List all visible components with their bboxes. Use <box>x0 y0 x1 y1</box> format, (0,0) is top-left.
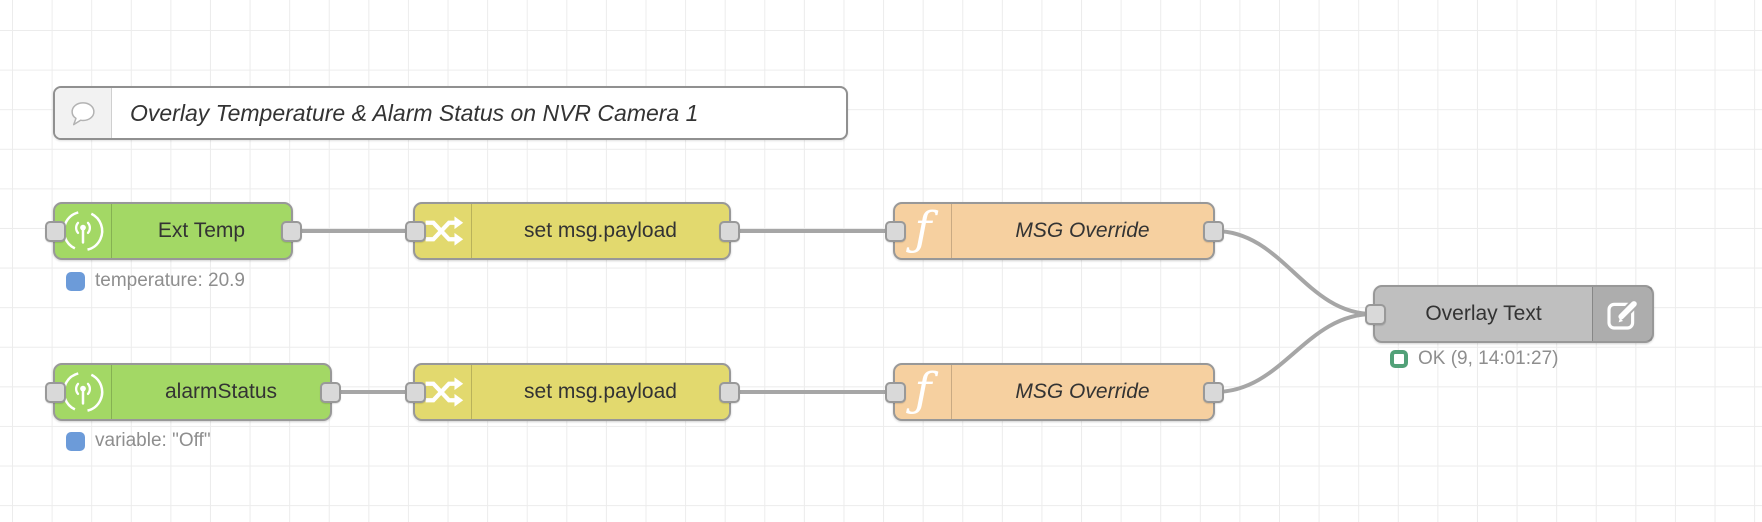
node-change-1[interactable]: set msg.payload <box>404 202 740 260</box>
node-label: set msg.payload <box>524 380 677 403</box>
status-label: variable: "Off" <box>95 430 211 451</box>
comment-label: Overlay Temperature & Alarm Status on NV… <box>130 99 699 126</box>
node-function-1[interactable]: ƒ MSG Override <box>884 202 1224 260</box>
output-port[interactable] <box>319 381 341 403</box>
input-port[interactable] <box>884 220 906 242</box>
node-label: MSG Override <box>1015 380 1150 403</box>
node-status: temperature: 20.9 <box>66 270 245 292</box>
wire[interactable] <box>1213 312 1375 394</box>
node-alarm-status[interactable]: alarmStatus <box>44 363 341 421</box>
node-icon-section <box>415 365 472 419</box>
input-port[interactable] <box>44 381 66 403</box>
output-port[interactable] <box>718 381 740 403</box>
output-port[interactable] <box>1202 381 1224 403</box>
node-status: variable: "Off" <box>66 430 211 452</box>
input-port[interactable] <box>1364 303 1386 325</box>
status-label: OK (9, 14:01:27) <box>1418 348 1559 369</box>
status-dot-icon <box>66 271 85 291</box>
node-icon-section: ƒ <box>895 204 952 258</box>
shuffle-icon <box>425 216 464 246</box>
speech-bubble-icon <box>71 102 95 126</box>
node-overlay-text[interactable]: Overlay Text <box>1364 285 1654 343</box>
node-ext-temp[interactable]: Ext Temp <box>44 202 302 260</box>
status-dot-icon <box>66 431 85 451</box>
node-button-section[interactable] <box>1592 287 1652 341</box>
output-port[interactable] <box>718 220 740 242</box>
wire[interactable] <box>1213 229 1375 316</box>
status-ring-icon <box>1390 350 1408 368</box>
function-icon: ƒ <box>905 206 938 255</box>
node-function-2[interactable]: ƒ MSG Override <box>884 363 1224 421</box>
input-port[interactable] <box>44 220 66 242</box>
node-icon-section <box>55 204 112 258</box>
input-port[interactable] <box>404 220 426 242</box>
input-port[interactable] <box>884 381 906 403</box>
node-icon-section <box>55 365 112 419</box>
node-label: set msg.payload <box>524 219 677 242</box>
comment-icon-section <box>55 88 112 138</box>
node-icon-section: ƒ <box>895 365 952 419</box>
node-label: MSG Override <box>1015 219 1150 242</box>
node-icon-section <box>415 204 472 258</box>
node-label: Overlay Text <box>1425 302 1542 325</box>
shuffle-icon <box>425 377 464 407</box>
antenna-icon <box>62 210 104 252</box>
comment-node[interactable]: Overlay Temperature & Alarm Status on NV… <box>53 86 848 140</box>
node-change-2[interactable]: set msg.payload <box>404 363 740 421</box>
status-label: temperature: 20.9 <box>95 270 245 291</box>
node-label: alarmStatus <box>164 380 278 403</box>
node-label: Ext Temp <box>157 219 246 242</box>
antenna-icon <box>62 371 104 413</box>
edit-icon <box>1606 299 1639 330</box>
function-glyph: ƒ <box>905 206 938 255</box>
node-status: OK (9, 14:01:27) <box>1390 348 1558 370</box>
input-port[interactable] <box>404 381 426 403</box>
function-icon: ƒ <box>905 367 938 416</box>
function-glyph: ƒ <box>905 367 938 416</box>
output-port[interactable] <box>1202 220 1224 242</box>
output-port[interactable] <box>280 220 302 242</box>
